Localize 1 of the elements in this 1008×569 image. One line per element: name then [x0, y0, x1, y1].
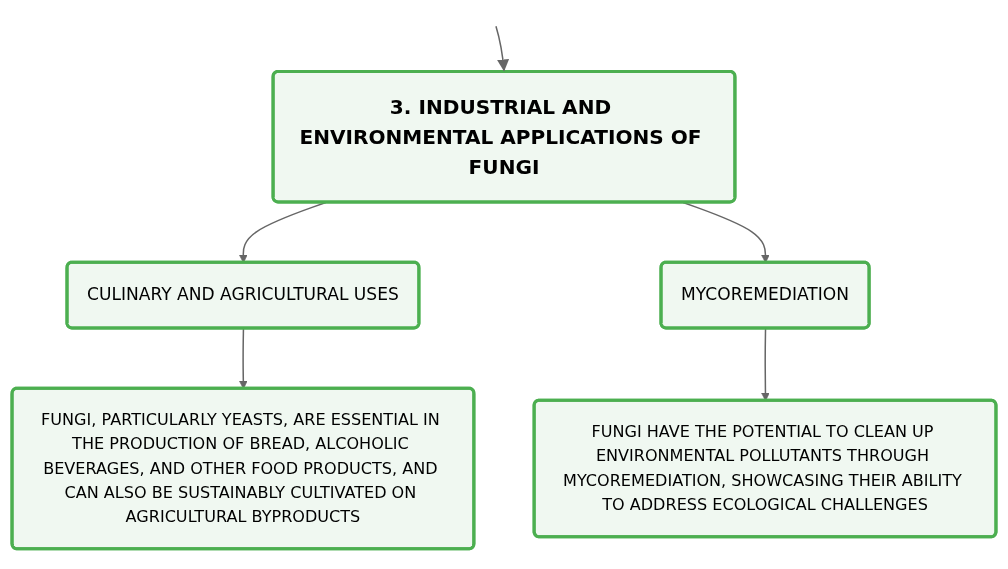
arrow [495, 24, 509, 72]
